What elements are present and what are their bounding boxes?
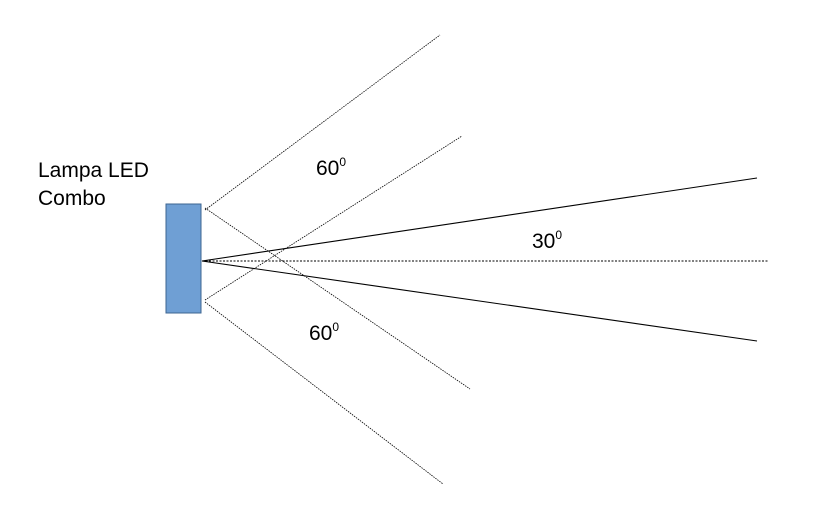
- led-lamp-body: [165, 203, 202, 314]
- beam-60-upper-outer: [204, 34, 441, 211]
- angle-unit: 0: [555, 228, 563, 242]
- angle-value: 30: [532, 230, 556, 253]
- beam-60-upper-inner: [204, 135, 463, 301]
- beam-30-lower: [201, 260, 758, 342]
- beam-30-upper: [201, 177, 758, 262]
- angle-label-60-top: 600: [316, 155, 347, 181]
- lamp-title-line1: Lampa LED: [38, 159, 149, 182]
- angle-unit: 0: [332, 320, 340, 334]
- angle-label-30: 300: [532, 228, 563, 254]
- angle-value: 60: [309, 322, 333, 345]
- angle-unit: 0: [339, 155, 347, 169]
- angle-label-60-bottom: 600: [309, 320, 340, 346]
- lamp-title-line2: Combo: [38, 187, 106, 210]
- beam-60-lower-inner: [204, 207, 471, 390]
- angle-value: 60: [316, 157, 340, 180]
